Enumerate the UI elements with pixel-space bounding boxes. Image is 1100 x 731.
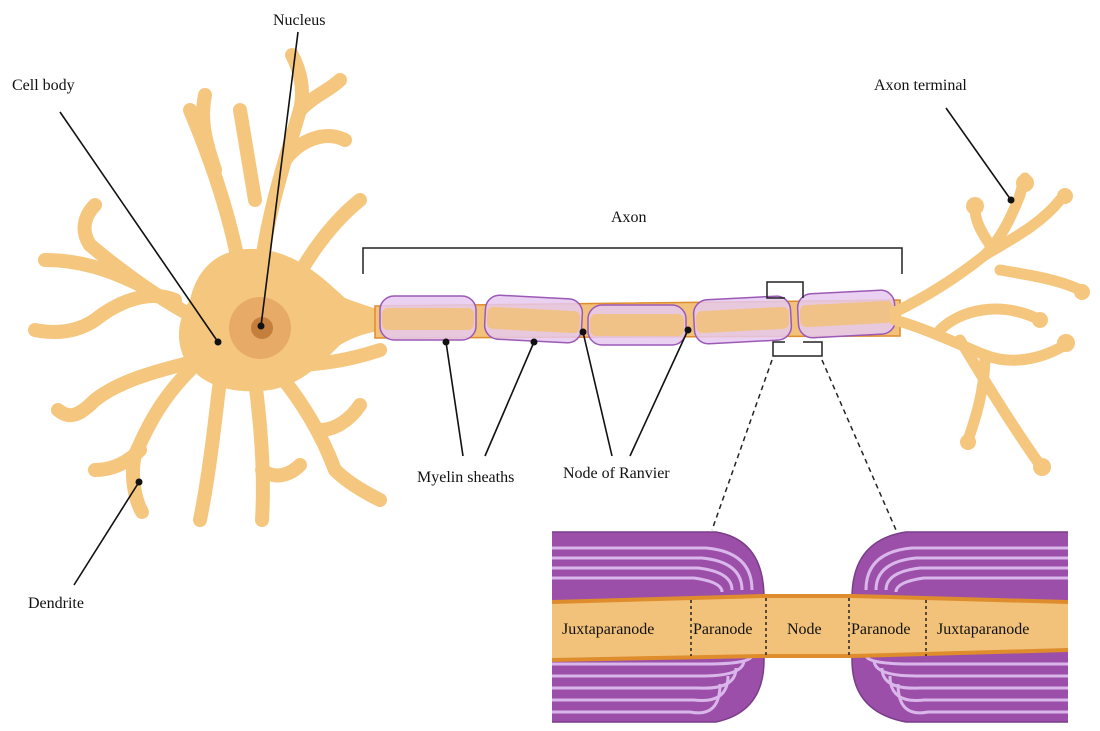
cell-body xyxy=(35,55,385,520)
zoom-line-right xyxy=(822,360,896,530)
label-axon: Axon xyxy=(611,209,647,226)
segment-label: Paranode xyxy=(851,621,911,638)
axon-terminal xyxy=(895,178,1080,465)
zoom-line-left xyxy=(712,360,772,530)
segment-label: Juxtaparanode xyxy=(937,621,1029,638)
segment-label: Paranode xyxy=(693,621,753,638)
label-dendrite: Dendrite xyxy=(28,595,84,612)
zoom-bracket-top xyxy=(767,282,803,298)
label-cell-body: Cell body xyxy=(12,77,75,94)
zoom-inset: Juxtaparanode Paranode Node Paranode Jux… xyxy=(552,532,1070,724)
label-nucleus: Nucleus xyxy=(273,12,325,29)
zoom-bracket-bottom xyxy=(773,342,822,356)
label-axon-terminal: Axon terminal xyxy=(874,77,967,94)
segment-label: Juxtaparanode xyxy=(562,621,654,638)
axon-bracket xyxy=(363,248,902,274)
label-myelin-sheaths: Myelin sheaths xyxy=(417,469,514,486)
segment-label: Node xyxy=(787,621,822,638)
label-node-of-ranvier: Node of Ranvier xyxy=(563,465,670,482)
